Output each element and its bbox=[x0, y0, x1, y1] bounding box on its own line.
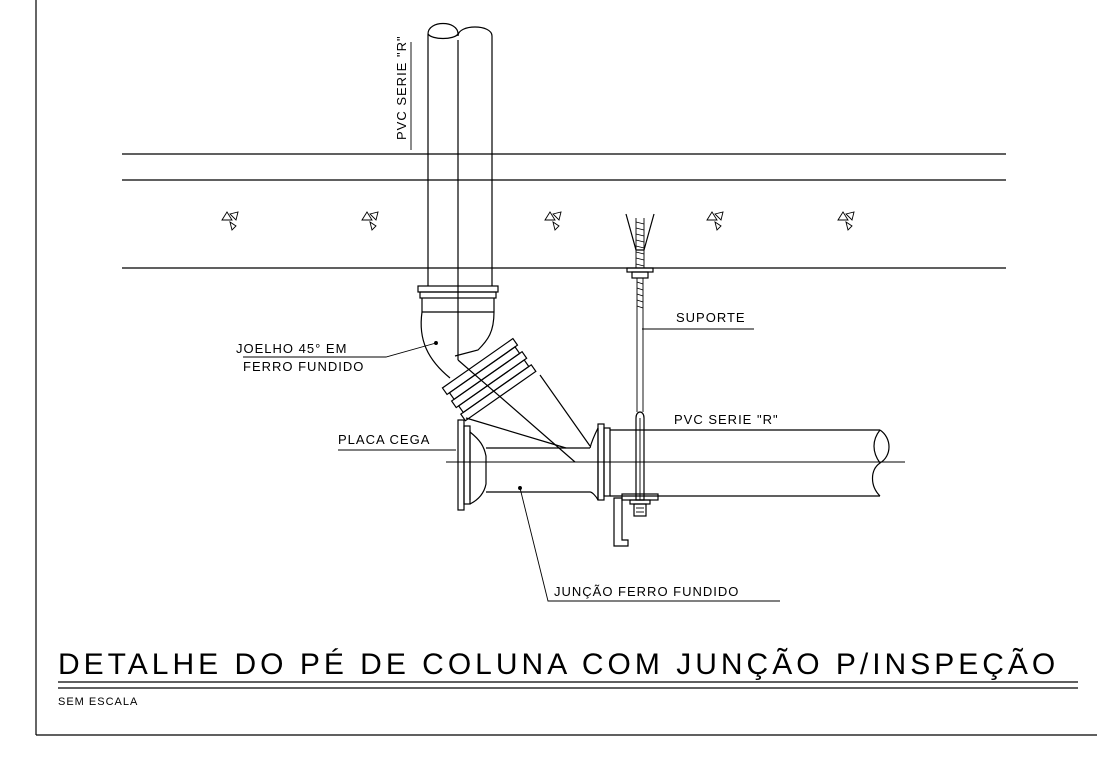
elbow-45 bbox=[420, 311, 591, 463]
title-block: DETALHE DO PÉ DE COLUNA COM JUNÇÃO P/INS… bbox=[58, 647, 1078, 708]
label-joelho-line2: FERRO FUNDIDO bbox=[243, 359, 364, 374]
concrete-slab bbox=[122, 153, 1006, 269]
label-placa-cega: PLACA CEGA bbox=[338, 432, 430, 447]
aggregate-symbols bbox=[221, 211, 855, 231]
drawing-frame bbox=[35, 0, 1097, 736]
leader-lines bbox=[243, 42, 780, 602]
junction-fitting bbox=[457, 419, 611, 511]
label-pvc-horizontal: PVC SERIE "R" bbox=[674, 412, 779, 427]
label-juncao: JUNÇÃO FERRO FUNDIDO bbox=[554, 584, 739, 599]
support-rod bbox=[613, 213, 659, 547]
drawing-title: DETALHE DO PÉ DE COLUNA COM JUNÇÃO P/INS… bbox=[58, 647, 1059, 681]
horizontal-pvc-pipe bbox=[446, 429, 905, 497]
label-joelho-line1: JOELHO 45° EM bbox=[236, 341, 347, 356]
vertical-pvc-pipe bbox=[427, 22, 493, 360]
elbow-top-socket bbox=[417, 285, 499, 313]
label-suporte: SUPORTE bbox=[676, 310, 746, 325]
label-pvc-vertical: PVC SERIE "R" bbox=[394, 35, 409, 140]
scale-note: SEM ESCALA bbox=[58, 696, 138, 708]
